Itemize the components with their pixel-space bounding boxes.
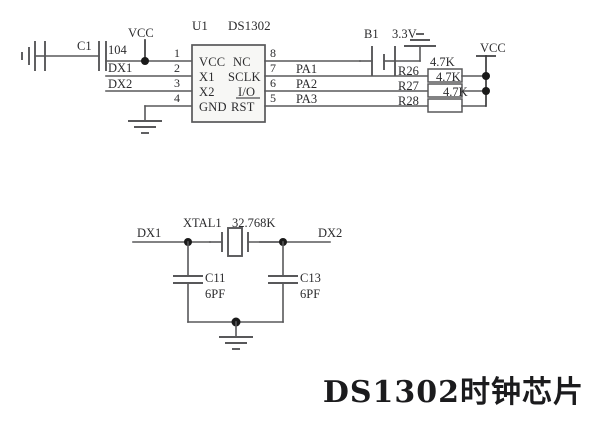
ground-symbol-battery <box>404 33 436 47</box>
label-ic-refdes: U1 <box>192 18 208 33</box>
label-r27-value: 4.7K <box>436 70 461 84</box>
ic-pin-name-vcc: VCC <box>199 55 225 69</box>
label-pa1: PA1 <box>296 62 317 76</box>
label-vcc-left: VCC <box>128 26 154 40</box>
ic-pin-number-3: 3 <box>174 76 180 90</box>
ic-pin-number-1: 1 <box>174 46 180 60</box>
label-dx1-bottom: DX1 <box>137 226 161 240</box>
label-c1-refdes: C1 <box>77 39 92 53</box>
junction-dot-vcc-pin1 <box>141 57 149 65</box>
junction-dot-vcc-r26 <box>482 72 490 80</box>
ic-pin-number-7: 7 <box>270 61 276 75</box>
label-pa3: PA3 <box>296 92 317 106</box>
ic-pin-name-gnd: GND <box>199 100 227 114</box>
capacitor-c13: C13 6PF <box>268 241 321 323</box>
label-c11-value: 6PF <box>205 287 225 301</box>
label-r28-refdes: R28 <box>398 94 419 108</box>
label-pa2: PA2 <box>296 77 317 91</box>
crystal-xtal1 <box>209 227 286 257</box>
resistor-r27: R27 4.7K <box>398 70 486 98</box>
ic-pin-name-sclk: SCLK <box>228 70 261 84</box>
diagram-title: DS1302时钟芯片 <box>322 375 584 410</box>
ic-pin-name-io: I/O <box>238 85 255 99</box>
capacitor-c1 <box>44 41 107 71</box>
vcc-symbol-left: VCC <box>128 26 154 62</box>
label-cap-value-104: 104 <box>108 43 128 57</box>
resistor-r26: R26 4.7K <box>398 55 486 83</box>
ic-pin-name-x2: X2 <box>199 85 215 99</box>
ground-symbol-c1-left <box>21 41 46 71</box>
label-dx2-top: DX2 <box>108 77 132 91</box>
ic-pin-number-4: 4 <box>174 91 180 105</box>
label-xtal-value: 32.768K <box>232 216 275 230</box>
label-c11-refdes: C11 <box>205 271 225 285</box>
vcc-symbol-right: VCC <box>476 41 506 107</box>
ground-symbol-pin4 <box>128 105 193 134</box>
ic-pin-number-6: 6 <box>270 76 276 90</box>
ic-pin-number-8: 8 <box>270 46 276 60</box>
label-r27-refdes: R27 <box>398 79 419 93</box>
ic-pin-name-rst: RST <box>231 100 255 114</box>
ic-pin-number-2: 2 <box>174 61 180 75</box>
ic-pin-number-5: 5 <box>270 91 276 105</box>
label-ic-part: DS1302 <box>228 18 271 33</box>
junction-dot-vcc-r27 <box>482 87 490 95</box>
ground-symbol-crystal <box>187 317 284 350</box>
ic-pin-name-x1: X1 <box>199 70 215 84</box>
ic-pin-name-nc: NC <box>233 55 251 69</box>
label-c13-value: 6PF <box>300 287 320 301</box>
label-r26-value: 4.7K <box>430 55 455 69</box>
label-dx1-top: DX1 <box>108 61 132 75</box>
label-b1-refdes: B1 <box>364 27 379 41</box>
resistor-r28: R28 4.7K <box>398 85 486 113</box>
capacitor-c11: C11 6PF <box>173 241 225 323</box>
label-xtal-refdes: XTAL1 <box>183 216 222 230</box>
label-b1-value: 3.3V <box>392 27 417 41</box>
label-r28-value: 4.7K <box>443 85 468 99</box>
label-c13-refdes: C13 <box>300 271 321 285</box>
ic-body-ds1302 <box>191 44 266 123</box>
label-dx2-bottom: DX2 <box>318 226 342 240</box>
label-vcc-right: VCC <box>480 41 506 55</box>
label-r26-refdes: R26 <box>398 64 419 78</box>
battery-b1: B1 3.3V <box>359 27 421 76</box>
